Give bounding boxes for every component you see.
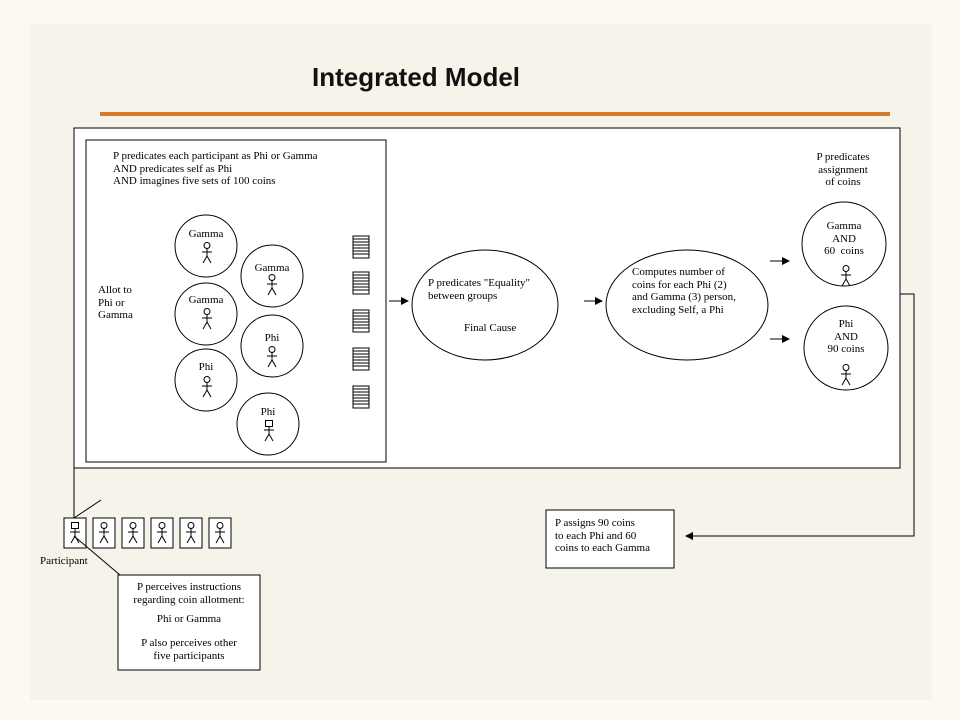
- participant-circle-gamma-3: [174, 282, 238, 346]
- coin-stack-3: [352, 309, 370, 333]
- callout-line: [73, 535, 121, 576]
- participant-circle-phi-1: [240, 314, 304, 378]
- coin-stack-5: [352, 385, 370, 409]
- callout-line-top: [73, 499, 102, 519]
- circle-label-gamma-3: Gamma: [188, 294, 224, 306]
- gamma-assignment-circle: [801, 201, 887, 287]
- title-underline: [100, 112, 890, 116]
- coin-stack-4: [352, 347, 370, 371]
- left-panel-heading: P predicates each participant as Phi or …: [113, 150, 318, 187]
- circle-label-gamma-2: Gamma: [254, 262, 290, 274]
- coin-stack-1: [352, 235, 370, 259]
- equality-oval: [411, 249, 559, 361]
- perceives-line-3: P also perceives other five participants: [141, 637, 237, 662]
- circle-label-phi-self: Phi: [260, 406, 276, 418]
- circle-label-phi-2: Phi: [198, 361, 214, 373]
- coin-stack-2: [352, 271, 370, 295]
- assigns-box: [545, 509, 675, 569]
- compute-label: Computes number of coins for each Phi (2…: [632, 266, 736, 316]
- page-title: Integrated Model: [312, 62, 521, 92]
- arrow-to-assigns-box: [685, 293, 915, 540]
- compute-oval: [605, 249, 769, 361]
- perceives-box: [117, 574, 261, 671]
- participant-circle-gamma-1: [174, 214, 238, 278]
- assigns-box-text: P assigns 90 coins to each Phi and 60 co…: [555, 517, 650, 554]
- coin-stacks: [352, 235, 370, 409]
- circle-label-gamma-1: Gamma: [188, 228, 224, 240]
- gamma-assignment-label: Gamma AND 60 coins: [824, 220, 864, 257]
- participant-circle-gamma-2: [240, 244, 304, 308]
- final-cause-label: Final Cause: [464, 322, 517, 334]
- participant-circle-phi-2: [174, 348, 238, 412]
- phi-assignment-circle: [803, 305, 889, 391]
- assignment-heading: P predicates assignment of coins: [816, 151, 870, 188]
- phi-assignment-label: Phi AND 90 coins: [827, 318, 865, 355]
- participant-circle-phi-self: [236, 392, 300, 456]
- left-panel: [85, 139, 387, 463]
- circle-label-phi-1: Phi: [264, 332, 280, 344]
- perceives-line-1: P perceives instructions regarding coin …: [133, 581, 245, 606]
- participants-row: [63, 517, 232, 549]
- equality-label: P predicates "Equality" between groups: [428, 277, 531, 302]
- participant-label: Participant: [40, 555, 88, 567]
- allot-label: Allot to Phi or Gamma: [98, 284, 133, 321]
- perceives-line-2: Phi or Gamma: [156, 613, 222, 625]
